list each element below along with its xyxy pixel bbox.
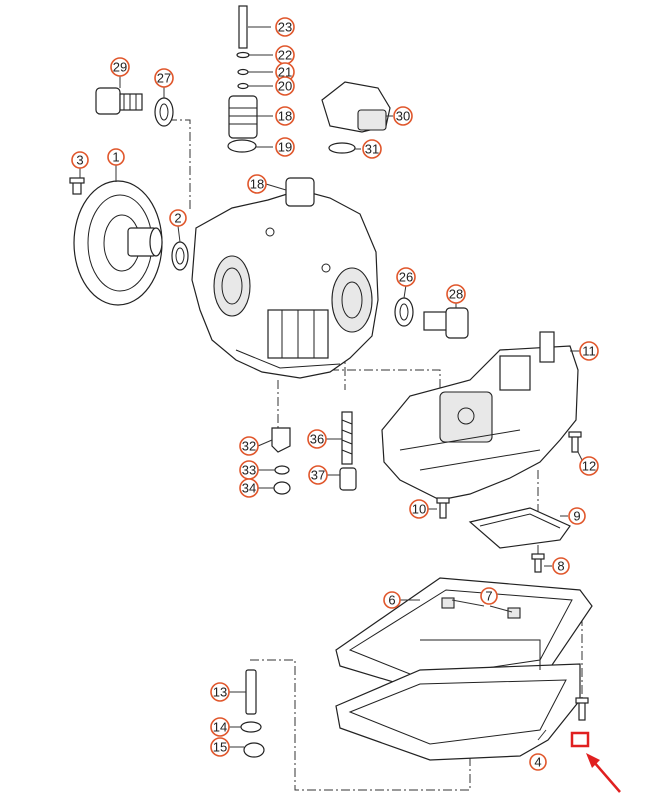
svg-text:23: 23	[278, 20, 292, 35]
mechatronic-unit	[381, 331, 579, 501]
callout-23: 23	[275, 17, 295, 37]
svg-text:1: 1	[112, 150, 119, 165]
plug-15	[243, 742, 265, 758]
svg-text:11: 11	[582, 344, 596, 359]
callout-30: 30	[393, 106, 413, 126]
svg-text:19: 19	[278, 140, 292, 155]
svg-text:22: 22	[278, 48, 292, 63]
svg-text:18: 18	[250, 177, 264, 192]
svg-text:31: 31	[365, 142, 379, 157]
magnets-7	[441, 597, 521, 619]
svg-text:7: 7	[485, 589, 492, 604]
svg-text:12: 12	[582, 459, 596, 474]
transmission-housing	[191, 177, 379, 379]
svg-text:32: 32	[242, 439, 256, 454]
callout-11: 11	[579, 341, 599, 361]
bolt-12	[568, 431, 582, 453]
callout-7: 7	[480, 587, 498, 605]
svg-text:34: 34	[242, 481, 256, 496]
svg-text:2: 2	[174, 211, 181, 226]
seal-27	[154, 97, 174, 127]
svg-text:21: 21	[278, 65, 292, 80]
oil-pan-4	[335, 639, 581, 761]
svg-text:27: 27	[157, 71, 171, 86]
callout-12: 12	[579, 456, 599, 476]
bolt-8	[531, 553, 545, 573]
callout-15: 15	[210, 737, 230, 757]
callout-13: 13	[210, 682, 230, 702]
svg-text:13: 13	[213, 685, 227, 700]
callout-27: 27	[154, 68, 174, 88]
callout-33: 33	[239, 460, 259, 480]
svg-text:26: 26	[399, 270, 413, 285]
svg-text:14: 14	[213, 720, 227, 735]
callout-6: 6	[383, 591, 401, 609]
seal-2	[171, 241, 189, 271]
gasket-6	[335, 577, 593, 691]
flange-28	[423, 307, 469, 339]
callout-1: 1	[107, 148, 125, 166]
callout-32: 32	[239, 436, 259, 456]
torque-converter	[73, 180, 163, 306]
range-sensor-30	[321, 81, 391, 154]
svg-text:30: 30	[396, 109, 410, 124]
washer-33	[274, 465, 290, 475]
callout-4: 4	[529, 753, 547, 771]
svg-text:37: 37	[311, 468, 325, 483]
spring-36	[341, 411, 353, 465]
callout-9: 9	[568, 507, 586, 525]
leader-lines	[79, 26, 583, 748]
svg-text:4: 4	[534, 755, 541, 770]
callout-19: 19	[275, 137, 295, 157]
svg-text:3: 3	[76, 153, 83, 168]
assembly-lines	[168, 119, 583, 791]
callout-10: 10	[409, 499, 429, 519]
seal-26	[394, 297, 414, 327]
callout-37: 37	[308, 465, 328, 485]
svg-text:33: 33	[242, 463, 256, 478]
callout-22: 22	[275, 45, 295, 65]
callout-18-housing: 18	[247, 174, 267, 194]
callout-26: 26	[396, 267, 416, 287]
callout-20: 20	[275, 76, 295, 96]
callout-2: 2	[169, 209, 187, 227]
svg-text:36: 36	[310, 432, 324, 447]
callouts: 23 22 21 20 18 19 29 27 30 31 3 1 18 2 2…	[71, 17, 599, 771]
svg-text:29: 29	[113, 60, 127, 75]
callout-31: 31	[362, 139, 382, 159]
bolt-10	[436, 497, 450, 519]
nut-34	[273, 481, 291, 495]
seal-14	[240, 721, 262, 733]
pan-bolt	[575, 697, 589, 721]
callout-14: 14	[210, 717, 230, 737]
drain-plug-13	[245, 669, 257, 715]
filter-9	[468, 507, 571, 549]
pin-32	[271, 427, 291, 453]
callout-36: 36	[307, 429, 327, 449]
callout-18-top: 18	[275, 106, 295, 126]
red-arrow-icon	[586, 753, 621, 793]
callout-3: 3	[71, 151, 89, 169]
callout-8: 8	[552, 557, 570, 575]
svg-text:10: 10	[412, 502, 426, 517]
svg-text:20: 20	[278, 79, 292, 94]
highlight-box	[570, 731, 590, 748]
svg-text:6: 6	[388, 593, 395, 608]
svg-text:8: 8	[557, 559, 564, 574]
bolt-3	[69, 177, 85, 195]
callout-29: 29	[110, 57, 130, 77]
svg-text:18: 18	[278, 109, 292, 124]
callout-28: 28	[446, 284, 466, 304]
svg-text:28: 28	[449, 287, 463, 302]
svg-text:15: 15	[213, 740, 227, 755]
solenoid-stack-top	[227, 5, 258, 153]
callout-34: 34	[239, 478, 259, 498]
svg-text:9: 9	[573, 509, 580, 524]
flange-29	[95, 87, 143, 115]
plunger-37	[339, 467, 357, 491]
